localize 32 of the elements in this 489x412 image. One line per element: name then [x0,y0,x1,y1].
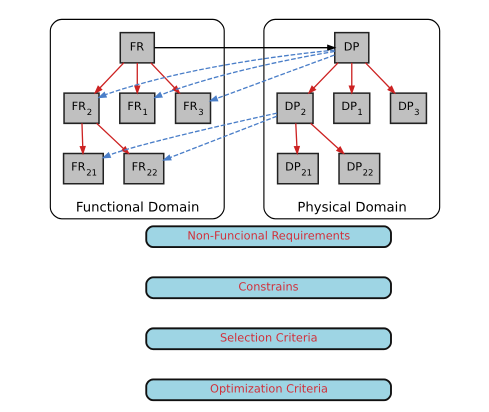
arrow [150,62,180,94]
node-box: DP$_{22}$ [338,152,380,185]
arrow [134,62,140,95]
node-box: DP [334,32,370,64]
arrow [152,50,334,98]
arrow [208,54,334,102]
arrow [162,116,277,161]
arrow [93,62,124,94]
arrow [78,123,86,156]
node-box: FR$_{21}$ [62,152,104,185]
arrow [307,62,338,94]
node-box: DP$_{21}$ [276,152,318,185]
arrow [364,62,396,94]
arrow [293,123,300,156]
node-box: Optimization Criteria [144,378,392,402]
node-box: Non-Funcional Requirements [144,225,392,248]
node-box: FR$_{3}$ [174,92,211,124]
arrow [101,112,277,158]
node-box: DP$_{3}$ [389,92,427,124]
node-box: DP$_{1}$ [332,92,370,124]
node-box: FR [119,32,155,64]
node-box: Constrains [144,276,392,300]
node-box: FR$_{22}$ [122,152,164,185]
arrow [348,62,355,95]
arrow [96,49,334,98]
arrow [96,122,130,155]
node-box: Selection Criteria [144,327,392,350]
arrow [154,44,336,51]
node-box: FR$_{1}$ [118,92,155,124]
node-box: FR$_{2}$ [62,92,100,124]
node-box: DP$_{2}$ [276,92,314,124]
arrow [310,122,344,155]
